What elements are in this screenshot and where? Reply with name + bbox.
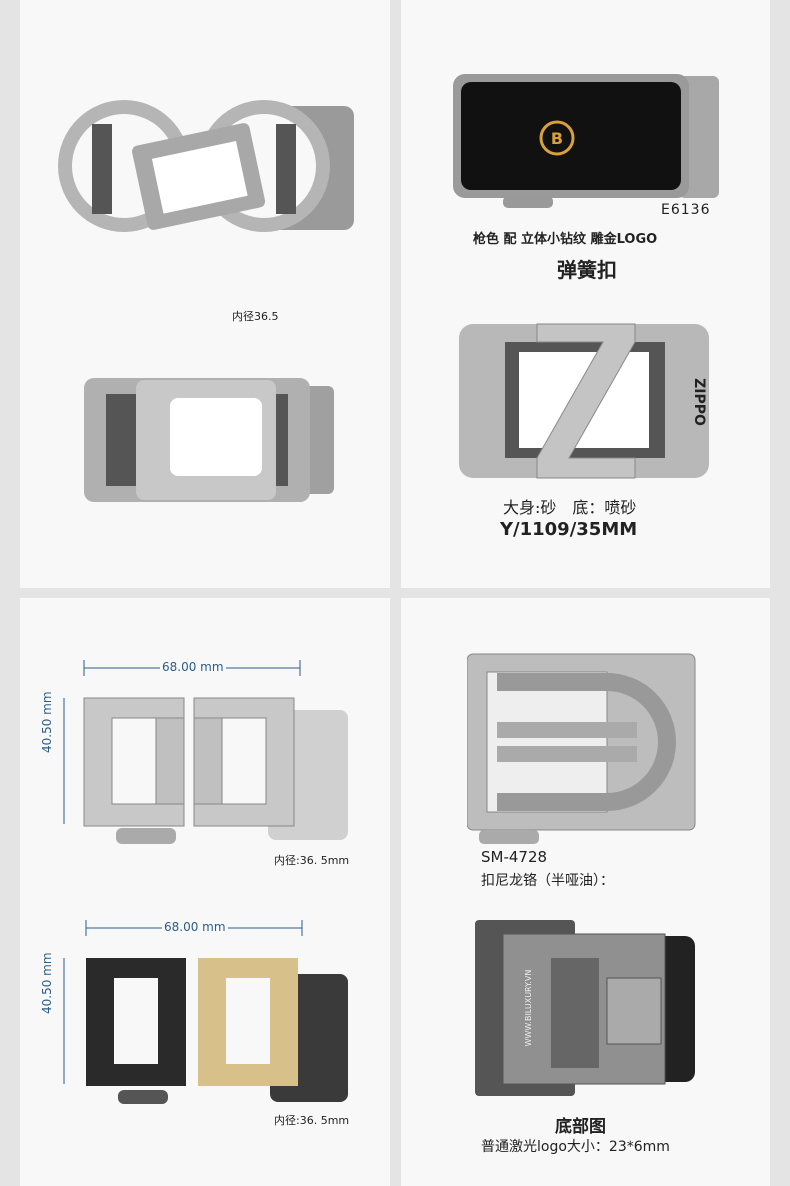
buckle-type: 弹簧扣 (557, 258, 617, 282)
inner-diameter-2: 内径:36. 5mm (274, 1114, 350, 1127)
model-code: E6136 (661, 202, 711, 218)
inner-diameter-1: 内径:36. 5mm (274, 854, 350, 867)
dimension-line-height-2 (63, 958, 65, 1084)
panel-figure-eight-buckle: 内径36.5 (20, 0, 390, 588)
height-dimension-2: 40.50 mm (40, 952, 54, 1014)
description: 扣尼龙铬（半哑油）： (481, 873, 614, 889)
panel-sm4728-buckle: SM-4728 扣尼龙铬（半哑油）： WWW.BILUXURY.VN 底部图 普… (401, 598, 770, 1186)
bottom-view-title: 底部图 (555, 1117, 606, 1137)
inner-diameter-label: 内径36.5 (232, 310, 279, 323)
model-code: SM-4728 (481, 848, 548, 866)
model-size: Y/1109/35MM (500, 519, 638, 540)
panel-e6136-buckle: B E6136 枪色 配 立体小钻纹 雕金LOGO 弹簧扣 ZIPPO 大身:砂… (401, 0, 770, 588)
sm4728-buckle-drawing (467, 653, 696, 844)
dimension-line-height-1 (63, 698, 65, 824)
height-dimension-1: 40.50 mm (40, 691, 54, 753)
side-text: ZIPPO (691, 378, 707, 426)
buckle-bottom-view-drawing: WWW.BILUXURY.VN (475, 920, 695, 1096)
zippo-buckle-drawing: ZIPPO (459, 323, 709, 479)
jc-buckle-silver-drawing (83, 697, 348, 844)
engraving-text: WWW.BILUXURY.VN (524, 970, 533, 1047)
e6136-buckle-drawing: B (453, 74, 719, 208)
panel-dimensioned-buckles: 68.00 mm 40.50 mm 内径:36. 5mm 68.00 mm 40… (20, 598, 390, 1186)
finish: 大身:砂 底：喷砂 (503, 498, 637, 517)
description: 枪色 配 立体小钻纹 雕金LOGO (473, 232, 658, 247)
automatic-buckle-drawing (84, 378, 334, 502)
laser-logo-size: 普通激光logo大小：23*6mm (481, 1139, 670, 1155)
svg-text:B: B (551, 129, 563, 148)
width-dimension-2: 68.00 mm (162, 920, 228, 934)
jc-buckle-black-gold-drawing (86, 958, 348, 1104)
width-dimension-1: 68.00 mm (160, 660, 226, 674)
figure-eight-buckle-drawing (58, 100, 354, 232)
